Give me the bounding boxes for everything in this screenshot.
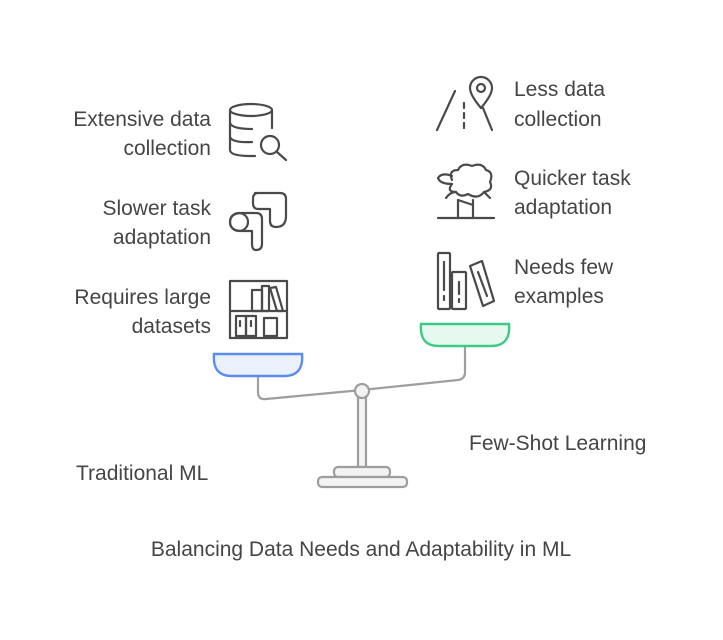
left-pan (212, 352, 304, 378)
road-pin-icon (435, 75, 494, 132)
right-item-1-line2: collection (514, 108, 602, 131)
right-item-3-line1: Needs few (514, 256, 614, 279)
scale-base-upper (332, 465, 392, 479)
sheep-jump-icon (436, 163, 496, 220)
diagram-title: Balancing Data Needs and Adaptability in… (151, 538, 571, 561)
left-item-3-line2: datasets (132, 315, 211, 338)
right-item-3-line2: examples (514, 285, 604, 308)
left-label: Traditional ML (76, 462, 208, 485)
scale-base-lower (316, 475, 409, 489)
right-item-1-line1: Less data (514, 78, 605, 101)
slow-path-icon (228, 191, 288, 252)
left-item-1-line1: Extensive data (73, 108, 211, 131)
left-item-1-line2: collection (123, 137, 211, 160)
scale-pivot (353, 382, 371, 400)
right-item-2-line2: adaptation (514, 196, 612, 219)
right-label: Few-Shot Learning (469, 432, 646, 455)
balance-scale (212, 322, 511, 489)
database-search-icon (228, 102, 288, 162)
right-pan (419, 322, 511, 348)
scale-pole (356, 395, 368, 469)
books-icon (436, 251, 496, 311)
bookshelf-icon (228, 279, 289, 340)
left-item-2-line1: Slower task (102, 197, 211, 220)
right-item-2-line1: Quicker task (514, 167, 631, 190)
left-item-3-line1: Requires large (74, 286, 211, 309)
left-item-2-line2: adaptation (113, 226, 211, 249)
